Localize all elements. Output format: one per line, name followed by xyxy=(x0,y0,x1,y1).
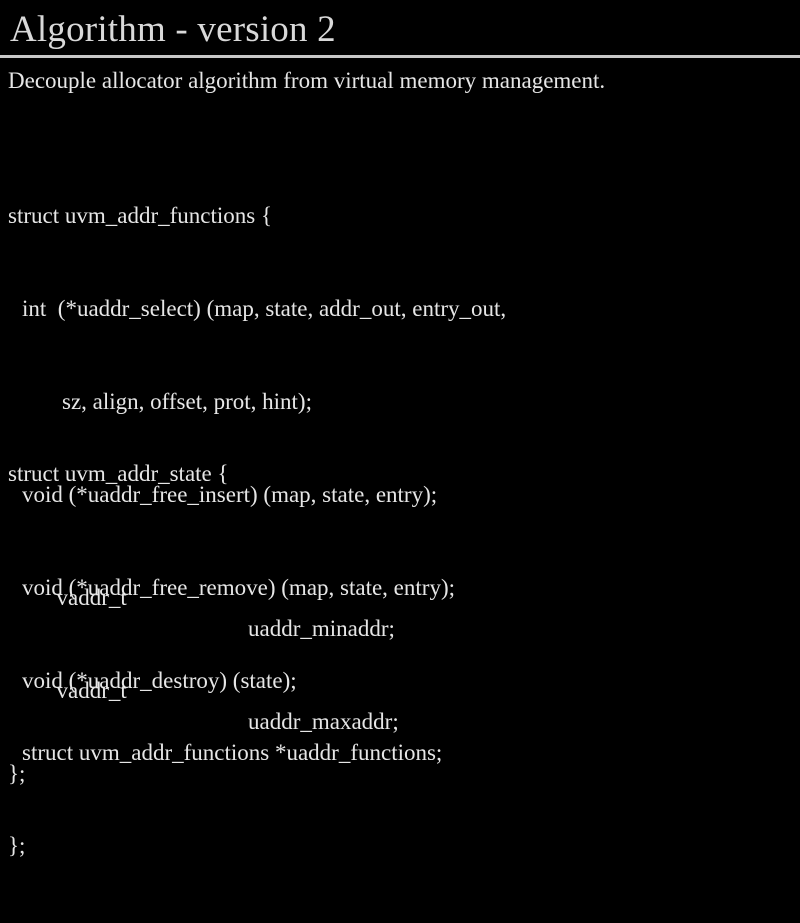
code-line: vaddr_t uaddr_maxaddr; xyxy=(8,644,442,734)
field-type: vaddr_t xyxy=(56,585,127,610)
field-type: vaddr_t xyxy=(56,678,127,703)
code-line: int (*uaddr_select) (map, state, addr_ou… xyxy=(22,296,507,321)
code-line: struct uvm_addr_state { xyxy=(8,461,229,486)
field-name: uaddr_minaddr; xyxy=(248,616,395,641)
code-line: void (*uaddr_free_remove) (map, state, e… xyxy=(22,575,455,600)
code-block-uvm-addr-state: struct uvm_addr_state { vaddr_t uaddr_mi… xyxy=(8,396,442,923)
code-line: void (*uaddr_free_insert) (map, state, e… xyxy=(22,482,438,507)
code-line: }; xyxy=(8,833,26,858)
field-name: uaddr_maxaddr; xyxy=(248,709,399,734)
slide-title: Algorithm - version 2 xyxy=(10,9,336,50)
slide-subtitle: Decouple allocator algorithm from virtua… xyxy=(8,68,606,93)
title-divider xyxy=(0,55,800,58)
code-line: vaddr_t uaddr_minaddr; xyxy=(8,551,442,641)
code-line: struct uvm_addr_functions { xyxy=(8,203,272,228)
code-line: sz, align, offset, prot, hint); xyxy=(62,389,312,414)
slide: Algorithm - version 2 Decouple allocator… xyxy=(0,9,800,858)
code-line: struct uvm_addr_functions *uaddr_functio… xyxy=(22,740,443,765)
